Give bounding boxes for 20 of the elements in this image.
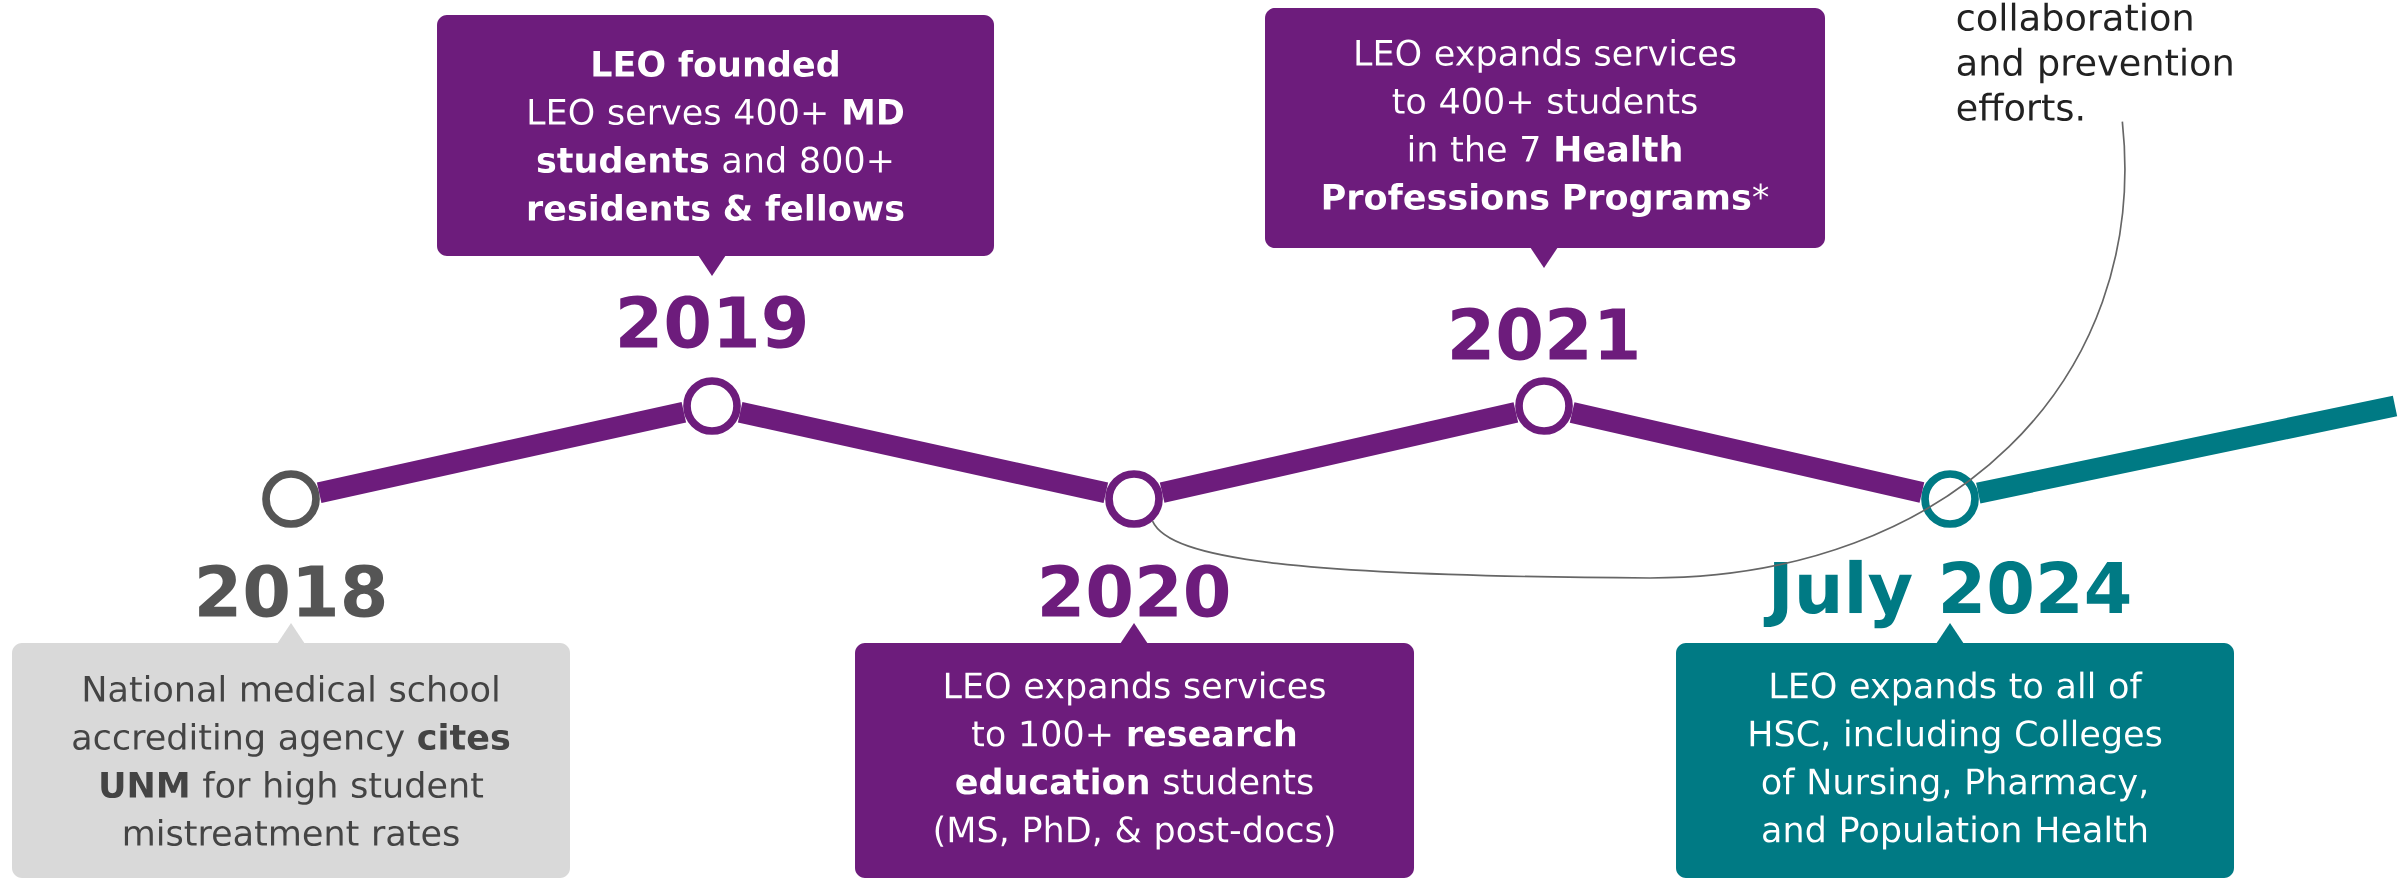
timeline-segment: [737, 401, 1109, 504]
callout-box: LEO expands services to 400+ students in the 7 Health Professions Programs*: [1265, 8, 1825, 268]
year-label: 2018: [199, 564, 385, 618]
timeline-segment: [1159, 402, 1519, 503]
timeline-marker: [1921, 470, 1979, 528]
year-label: 2020: [1042, 564, 1229, 618]
timeline-segment: [316, 401, 687, 504]
timeline-segment: [1976, 395, 2398, 504]
timeline-segment: [1569, 402, 1925, 503]
callout-box: National medical school accrediting agency cites UNM for high student mistreatment rates: [12, 623, 570, 878]
timeline-marker: [1515, 377, 1573, 435]
callout-box: LEO expands services to 100+ research education students (MS, PhD, & post-docs): [855, 623, 1414, 878]
callout-box: LEO founded LEO serves 400+ MD students and 800+ residents & fellows: [437, 15, 994, 276]
timeline-marker: [683, 377, 741, 435]
year-label: 2019: [620, 295, 805, 349]
timeline-marker: [1105, 470, 1163, 528]
annotation-text: collaboration and prevention efforts.: [1957, 2, 2232, 122]
year-label: 2021: [1452, 307, 1637, 361]
leader-line: [1151, 120, 2126, 579]
timeline-marker: [262, 470, 320, 528]
